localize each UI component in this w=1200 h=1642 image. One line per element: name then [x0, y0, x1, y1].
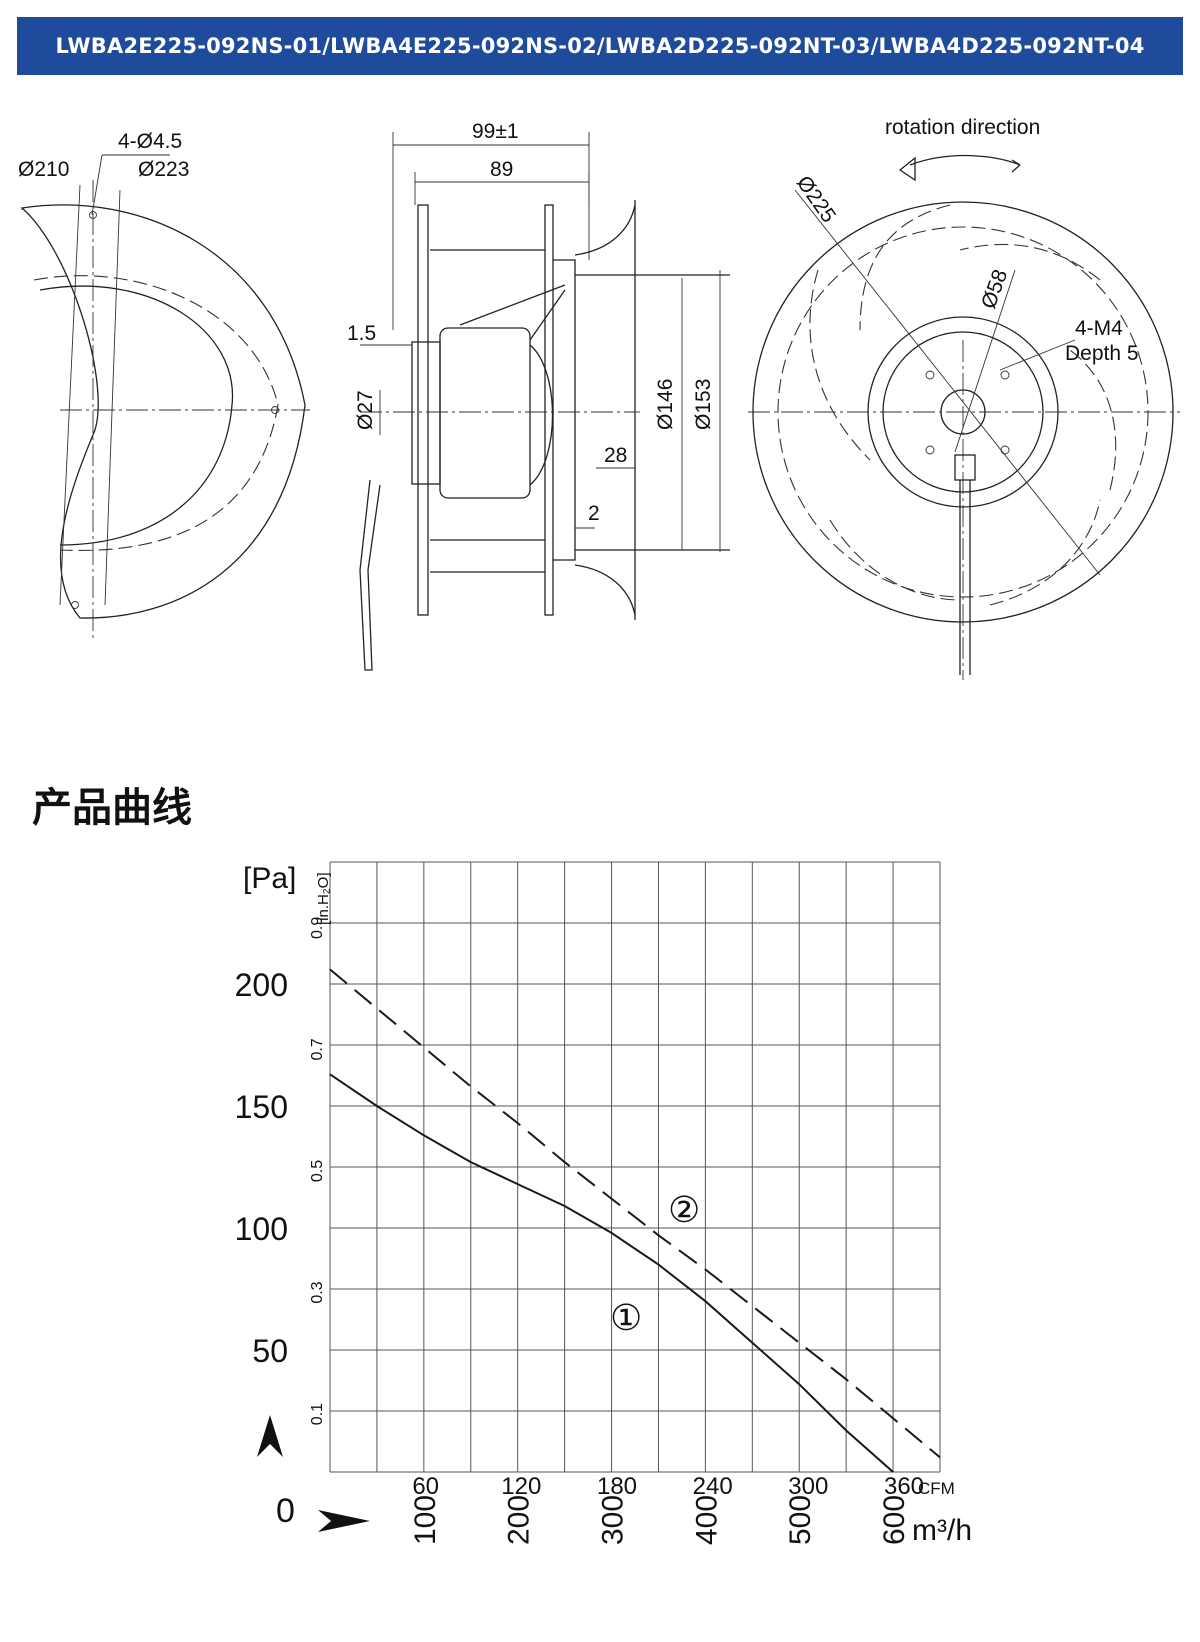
y-axis-arrow-icon — [257, 1415, 283, 1457]
dimension-drawing: 4-Ø4.5 Ø210 Ø223 99±1 89 Ø146 Ø153 — [18, 116, 1180, 680]
d153-label: Ø153 — [692, 379, 715, 430]
d58-label: Ø58 — [977, 267, 1012, 312]
d225-label: Ø225 — [792, 172, 840, 227]
flange-label: 1.5 — [347, 322, 376, 345]
y-tick-pa: 100 — [235, 1211, 288, 1247]
x-tick-cfm: 120 — [501, 1473, 541, 1500]
d146-label: Ø146 — [654, 379, 677, 430]
x-tick-m3h: 200 — [503, 1495, 536, 1545]
y-tick-inh2o: 0.9 — [309, 917, 326, 939]
origin-label: 0 — [276, 1492, 295, 1530]
depth-label: Depth 5 — [1065, 342, 1139, 365]
holes-label: 4-Ø4.5 — [118, 130, 182, 153]
y-tick-inh2o: 0.7 — [309, 1038, 326, 1060]
chart-labels: 50 100 150 200 0.1 0.3 0.5 0.7 0.9 60 120 180 240 300… — [235, 917, 924, 1545]
x-unit-cfm: CFM — [918, 1479, 955, 1498]
front-view-partial: 4-Ø4.5 Ø210 Ø223 — [18, 130, 310, 640]
width-total-label: 99±1 — [472, 120, 519, 143]
y-tick-pa: 50 — [252, 1333, 288, 1369]
x-axis-arrow-icon — [318, 1510, 370, 1532]
d210-label: Ø210 — [18, 158, 69, 181]
x-tick-cfm: 300 — [788, 1473, 828, 1500]
y-tick-pa: 200 — [235, 967, 288, 1003]
series-label-2: ② — [668, 1189, 700, 1230]
x-tick-cfm: 360 — [884, 1473, 924, 1500]
side-view: 99±1 89 Ø146 Ø153 28 2 1.5 Ø27 — [347, 120, 730, 671]
gap-label: 2 — [588, 502, 600, 525]
y-tick-inh2o: 0.1 — [309, 1403, 326, 1425]
curve-series-2 — [329, 968, 941, 1459]
y-tick-inh2o: 0.3 — [309, 1281, 326, 1303]
front-view-full: rotation direction Ø225 Ø58 4-M4 Depth 5 — [748, 116, 1180, 680]
x-tick-m3h: 100 — [409, 1495, 442, 1545]
model-title: LWBA2E225-092NS-01/LWBA4E225-092NS-02/LW… — [55, 34, 1145, 58]
x-tick-cfm: 60 — [412, 1473, 439, 1500]
rotation-direction-label: rotation direction — [885, 116, 1040, 139]
x-tick-m3h: 500 — [784, 1495, 817, 1545]
series-label-1: ① — [610, 1297, 642, 1338]
x-tick-m3h: 600 — [878, 1495, 911, 1545]
y-tick-pa: 150 — [235, 1089, 288, 1125]
y-unit-inh2o: [in.H₂O] — [315, 873, 332, 926]
width-body-label: 89 — [490, 158, 513, 181]
inlet-label: 28 — [604, 444, 627, 467]
y-unit-pa: [Pa] — [243, 862, 296, 895]
chart-curves: ①② — [329, 968, 941, 1473]
curve-series-1 — [329, 1073, 894, 1473]
d223-label: Ø223 — [138, 158, 189, 181]
x-tick-m3h: 400 — [690, 1495, 723, 1545]
thread-label: 4-M4 — [1075, 317, 1123, 340]
shaft-label: Ø27 — [354, 390, 377, 430]
x-unit-m3h: m³/h — [912, 1514, 972, 1547]
x-tick-cfm: 180 — [597, 1473, 637, 1500]
model-title-bar: LWBA2E225-092NS-01/LWBA4E225-092NS-02/LW… — [17, 17, 1183, 75]
chart-grid — [329, 861, 941, 1473]
x-tick-m3h: 300 — [597, 1495, 630, 1545]
section-heading: 产品曲线 — [32, 785, 192, 831]
y-tick-inh2o: 0.5 — [309, 1160, 326, 1182]
x-tick-cfm: 240 — [693, 1473, 733, 1500]
